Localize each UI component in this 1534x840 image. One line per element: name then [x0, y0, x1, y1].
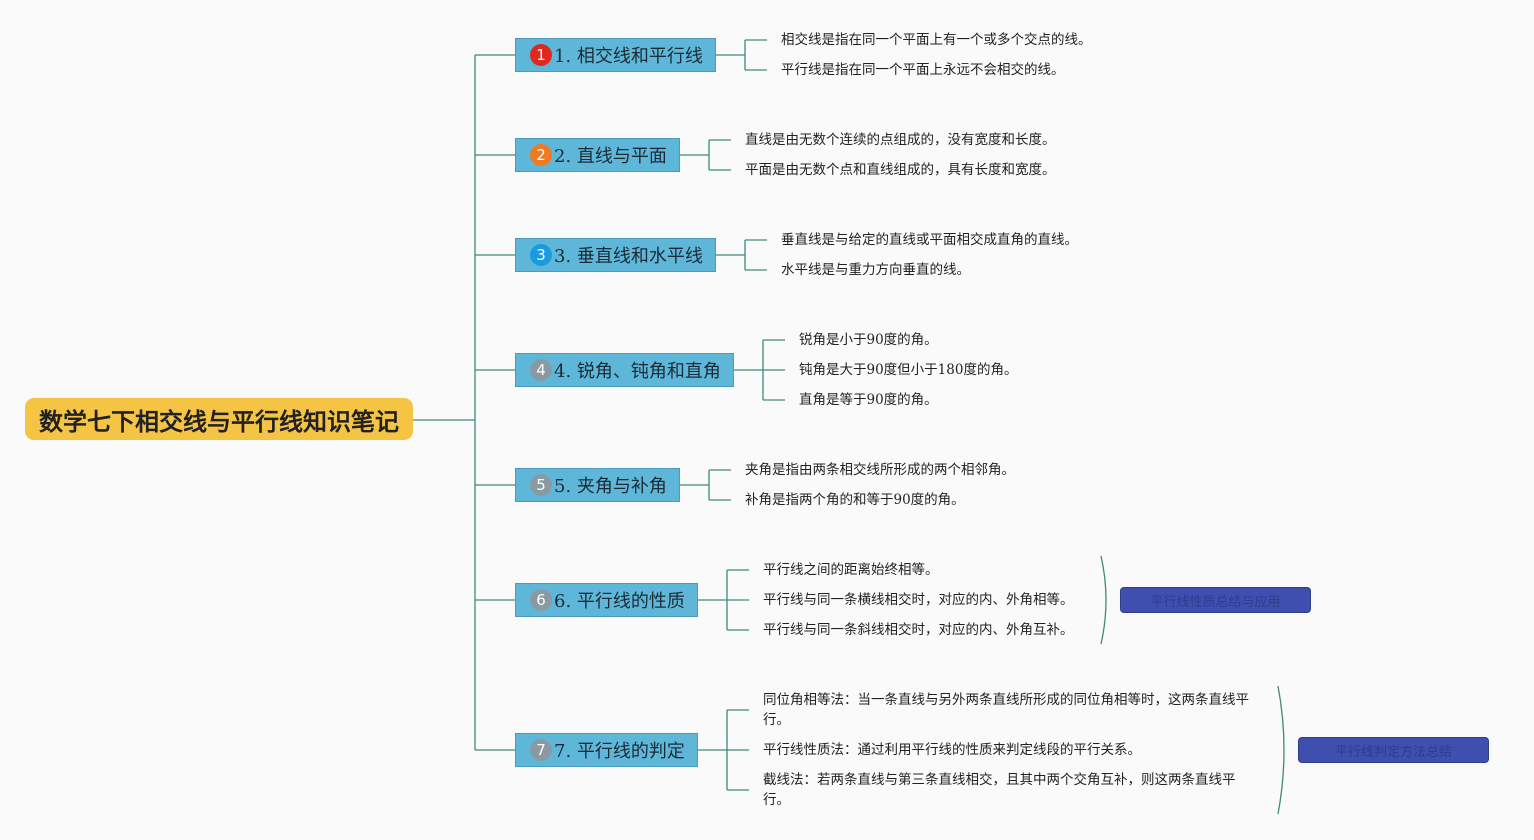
priority-3-icon: 3 — [530, 244, 552, 266]
branch-label: 5. 夹角与补角 — [554, 476, 667, 497]
branch-topic-3[interactable]: 3 3. 垂直线和水平线 — [515, 238, 716, 272]
branch-topic-6[interactable]: 6 6. 平行线的性质 — [515, 583, 698, 617]
leaf-topic[interactable]: 截线法：若两条直线与第三条直线相交，且其中两个交角互补，则这两条直线平行。 — [763, 772, 1236, 808]
priority-2-icon: 2 — [530, 144, 552, 166]
leaf-topic[interactable]: 水平线是与重力方向垂直的线。 — [781, 262, 970, 278]
leaf-topic[interactable]: 同位角相等法：当一条直线与另外两条直线所形成的同位角相等时，这两条直线平行。 — [763, 692, 1249, 728]
branch-label: 7. 平行线的判定 — [554, 741, 685, 762]
summary-topic[interactable]: 平行线性质总结与应用 — [1120, 587, 1311, 613]
branch-label: 2. 直线与平面 — [554, 146, 667, 167]
leaf-topic[interactable]: 平面是由无数个点和直线组成的，具有长度和宽度。 — [745, 162, 1056, 178]
leaf-topic[interactable]: 直线是由无数个连续的点组成的，没有宽度和长度。 — [745, 132, 1056, 148]
branch-topic-1[interactable]: 1 1. 相交线和平行线 — [515, 38, 716, 72]
branch-topic-2[interactable]: 2 2. 直线与平面 — [515, 138, 680, 172]
summary-topic[interactable]: 平行线判定方法总结 — [1298, 737, 1489, 763]
branch-topic-5[interactable]: 5 5. 夹角与补角 — [515, 468, 680, 502]
leaf-topic[interactable]: 平行线与同一条斜线相交时，对应的内、外角互补。 — [763, 622, 1074, 638]
leaf-topic[interactable]: 平行线与同一条横线相交时，对应的内、外角相等。 — [763, 592, 1074, 608]
branch-topic-7[interactable]: 7 7. 平行线的判定 — [515, 733, 698, 767]
root-topic[interactable]: 数学七下相交线与平行线知识笔记 — [25, 398, 413, 440]
branch-label: 4. 锐角、钝角和直角 — [554, 361, 721, 382]
priority-1-icon: 1 — [530, 44, 552, 66]
leaf-topic[interactable]: 锐角是小于90度的角。 — [799, 332, 938, 348]
leaf-topic[interactable]: 直角是等于90度的角。 — [799, 392, 938, 408]
leaf-topic[interactable]: 平行线之间的距离始终相等。 — [763, 562, 939, 578]
leaf-topic[interactable]: 夹角是指由两条相交线所形成的两个相邻角。 — [745, 462, 1015, 478]
branch-label: 6. 平行线的性质 — [554, 591, 685, 612]
leaf-topic[interactable]: 相交线是指在同一个平面上有一个或多个交点的线。 — [781, 32, 1092, 48]
branch-topic-4[interactable]: 4 4. 锐角、钝角和直角 — [515, 353, 734, 387]
leaf-topic[interactable]: 垂直线是与给定的直线或平面相交成直角的直线。 — [781, 232, 1078, 248]
priority-7-icon: 7 — [530, 739, 552, 761]
priority-5-icon: 5 — [530, 474, 552, 496]
leaf-topic[interactable]: 平行线是指在同一个平面上永远不会相交的线。 — [781, 62, 1065, 78]
branch-label: 3. 垂直线和水平线 — [554, 246, 703, 267]
priority-4-icon: 4 — [530, 359, 552, 381]
leaf-topic[interactable]: 平行线性质法：通过利用平行线的性质来判定线段的平行关系。 — [763, 742, 1141, 758]
leaf-topic[interactable]: 钝角是大于90度但小于180度的角。 — [799, 362, 1018, 378]
leaf-topic[interactable]: 补角是指两个角的和等于90度的角。 — [745, 492, 965, 508]
priority-6-icon: 6 — [530, 589, 552, 611]
branch-label: 1. 相交线和平行线 — [554, 46, 703, 67]
